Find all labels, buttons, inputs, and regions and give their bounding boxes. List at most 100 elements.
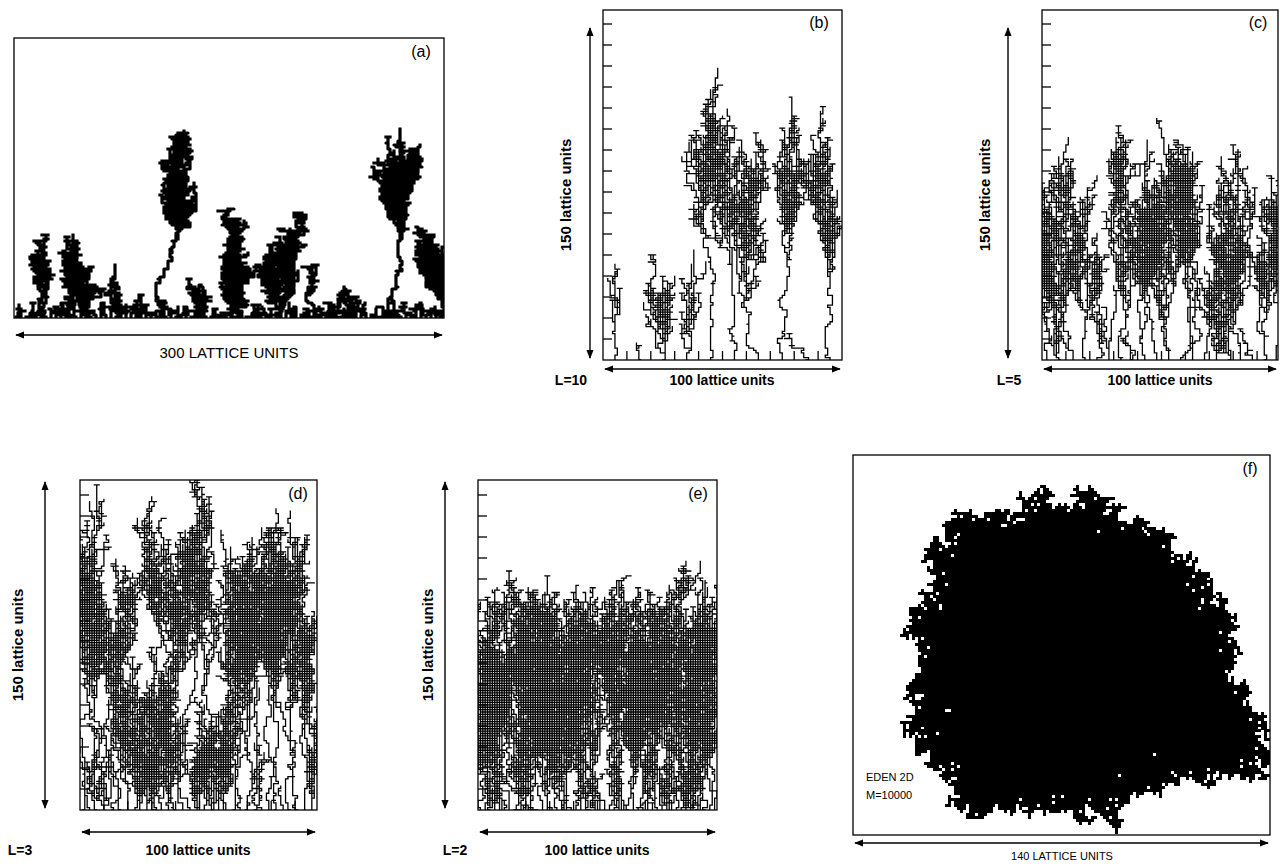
lattice-trees [1042,119,1278,360]
scale-tick [80,536,89,537]
scale-tick [223,801,224,810]
model-label: EDEN 2D [866,771,914,783]
panel-frame [14,38,444,318]
scale-tick [650,351,651,360]
scale-tick [1089,351,1090,360]
scale-tick [478,662,487,663]
scale-tick [794,351,795,360]
scale-tick [478,683,487,684]
dimension-arrow [1007,28,1008,358]
dimension-arrow [44,482,45,808]
parameter-label: L=10 [555,373,587,388]
scale-tick [80,662,89,663]
scale-tick [80,767,89,768]
dimension-arrow [589,28,590,358]
scale-tick [770,351,771,360]
scale-tick [80,620,89,621]
scale-tick [603,317,612,318]
dimension-label: 100 lattice units [1107,373,1212,388]
scale-tick [80,599,89,600]
scale-tick [525,801,526,810]
scale-tick [603,233,612,234]
dimension-label: 150 lattice units [10,589,27,702]
scale-tick [151,801,152,810]
panel-frame [603,10,842,360]
scale-tick [645,801,646,810]
panel-letter: (f) [1242,460,1257,478]
scale-tick [603,23,612,24]
dimension-arrow [605,368,840,369]
scale-tick [103,801,104,810]
dimension-label: 150 lattice units [977,139,994,252]
parameter-label: L=3 [8,843,33,858]
scale-tick [80,557,89,558]
scale-tick [199,801,200,810]
eden-cluster [900,485,1270,834]
scale-tick [478,788,487,789]
dimension-label: 100 lattice units [669,373,774,388]
eden-cluster [900,485,1270,834]
lattice-trees [608,68,842,360]
scale-tick [1042,317,1051,318]
scale-tick [669,801,670,810]
scale-tick [573,801,574,810]
scale-tick [80,788,89,789]
scale-tick [603,212,612,213]
scale-tick [698,351,699,360]
scale-tick [1185,351,1186,360]
scale-tick [1042,44,1051,45]
dimension-arrow [82,831,315,832]
scale-tick [1256,351,1257,360]
panel-letter: (a) [411,43,431,61]
scale-tick [175,801,176,810]
dimension-arrow [480,831,715,832]
scale-tick [478,578,487,579]
tree-pattern [80,480,317,810]
parameter-label: L=2 [443,843,468,858]
scale-tick [1113,351,1114,360]
dimension-arrow [444,482,445,808]
scale-tick [80,725,89,726]
tree-pattern [478,561,717,810]
scale-tick [603,107,612,108]
parameter-label: L=5 [997,373,1022,388]
scale-tick [478,494,487,495]
scale-tick [603,86,612,87]
dimension-label: 150 lattice units [420,589,437,702]
dimension-label: 300 LATTICE UNITS [160,345,299,362]
scale-tick [478,704,487,705]
scale-tick [127,801,128,810]
dla-deposit [16,129,444,317]
scale-tick [1233,351,1234,360]
scale-tick [1042,128,1051,129]
scale-tick [80,515,89,516]
panel-frame [1042,10,1278,360]
scale-tick [603,254,612,255]
scale-tick [271,801,272,810]
scale-tick [478,725,487,726]
scale-tick [603,338,612,339]
scale-tick [1161,351,1162,360]
scale-tick [1042,212,1051,213]
scale-tick [1042,86,1051,87]
dimension-label: 100 lattice units [544,843,649,858]
tree-pattern [608,68,842,360]
scale-tick [603,149,612,150]
panel-letter: (d) [288,485,308,503]
scale-tick [478,599,487,600]
scale-tick [80,746,89,747]
scale-tick [1042,275,1051,276]
scale-tick [80,683,89,684]
scale-tick [478,641,487,642]
scale-tick [1209,351,1210,360]
panel-frame [80,480,317,810]
dimension-label: 140 LATTICE UNITS [1011,850,1113,862]
panel-frame [853,455,1270,835]
scale-tick [80,494,89,495]
scale-tick [1042,170,1051,171]
scale-tick [603,44,612,45]
scale-tick [603,296,612,297]
scale-tick [597,801,598,810]
scale-tick [626,351,627,360]
scale-tick [1065,351,1066,360]
